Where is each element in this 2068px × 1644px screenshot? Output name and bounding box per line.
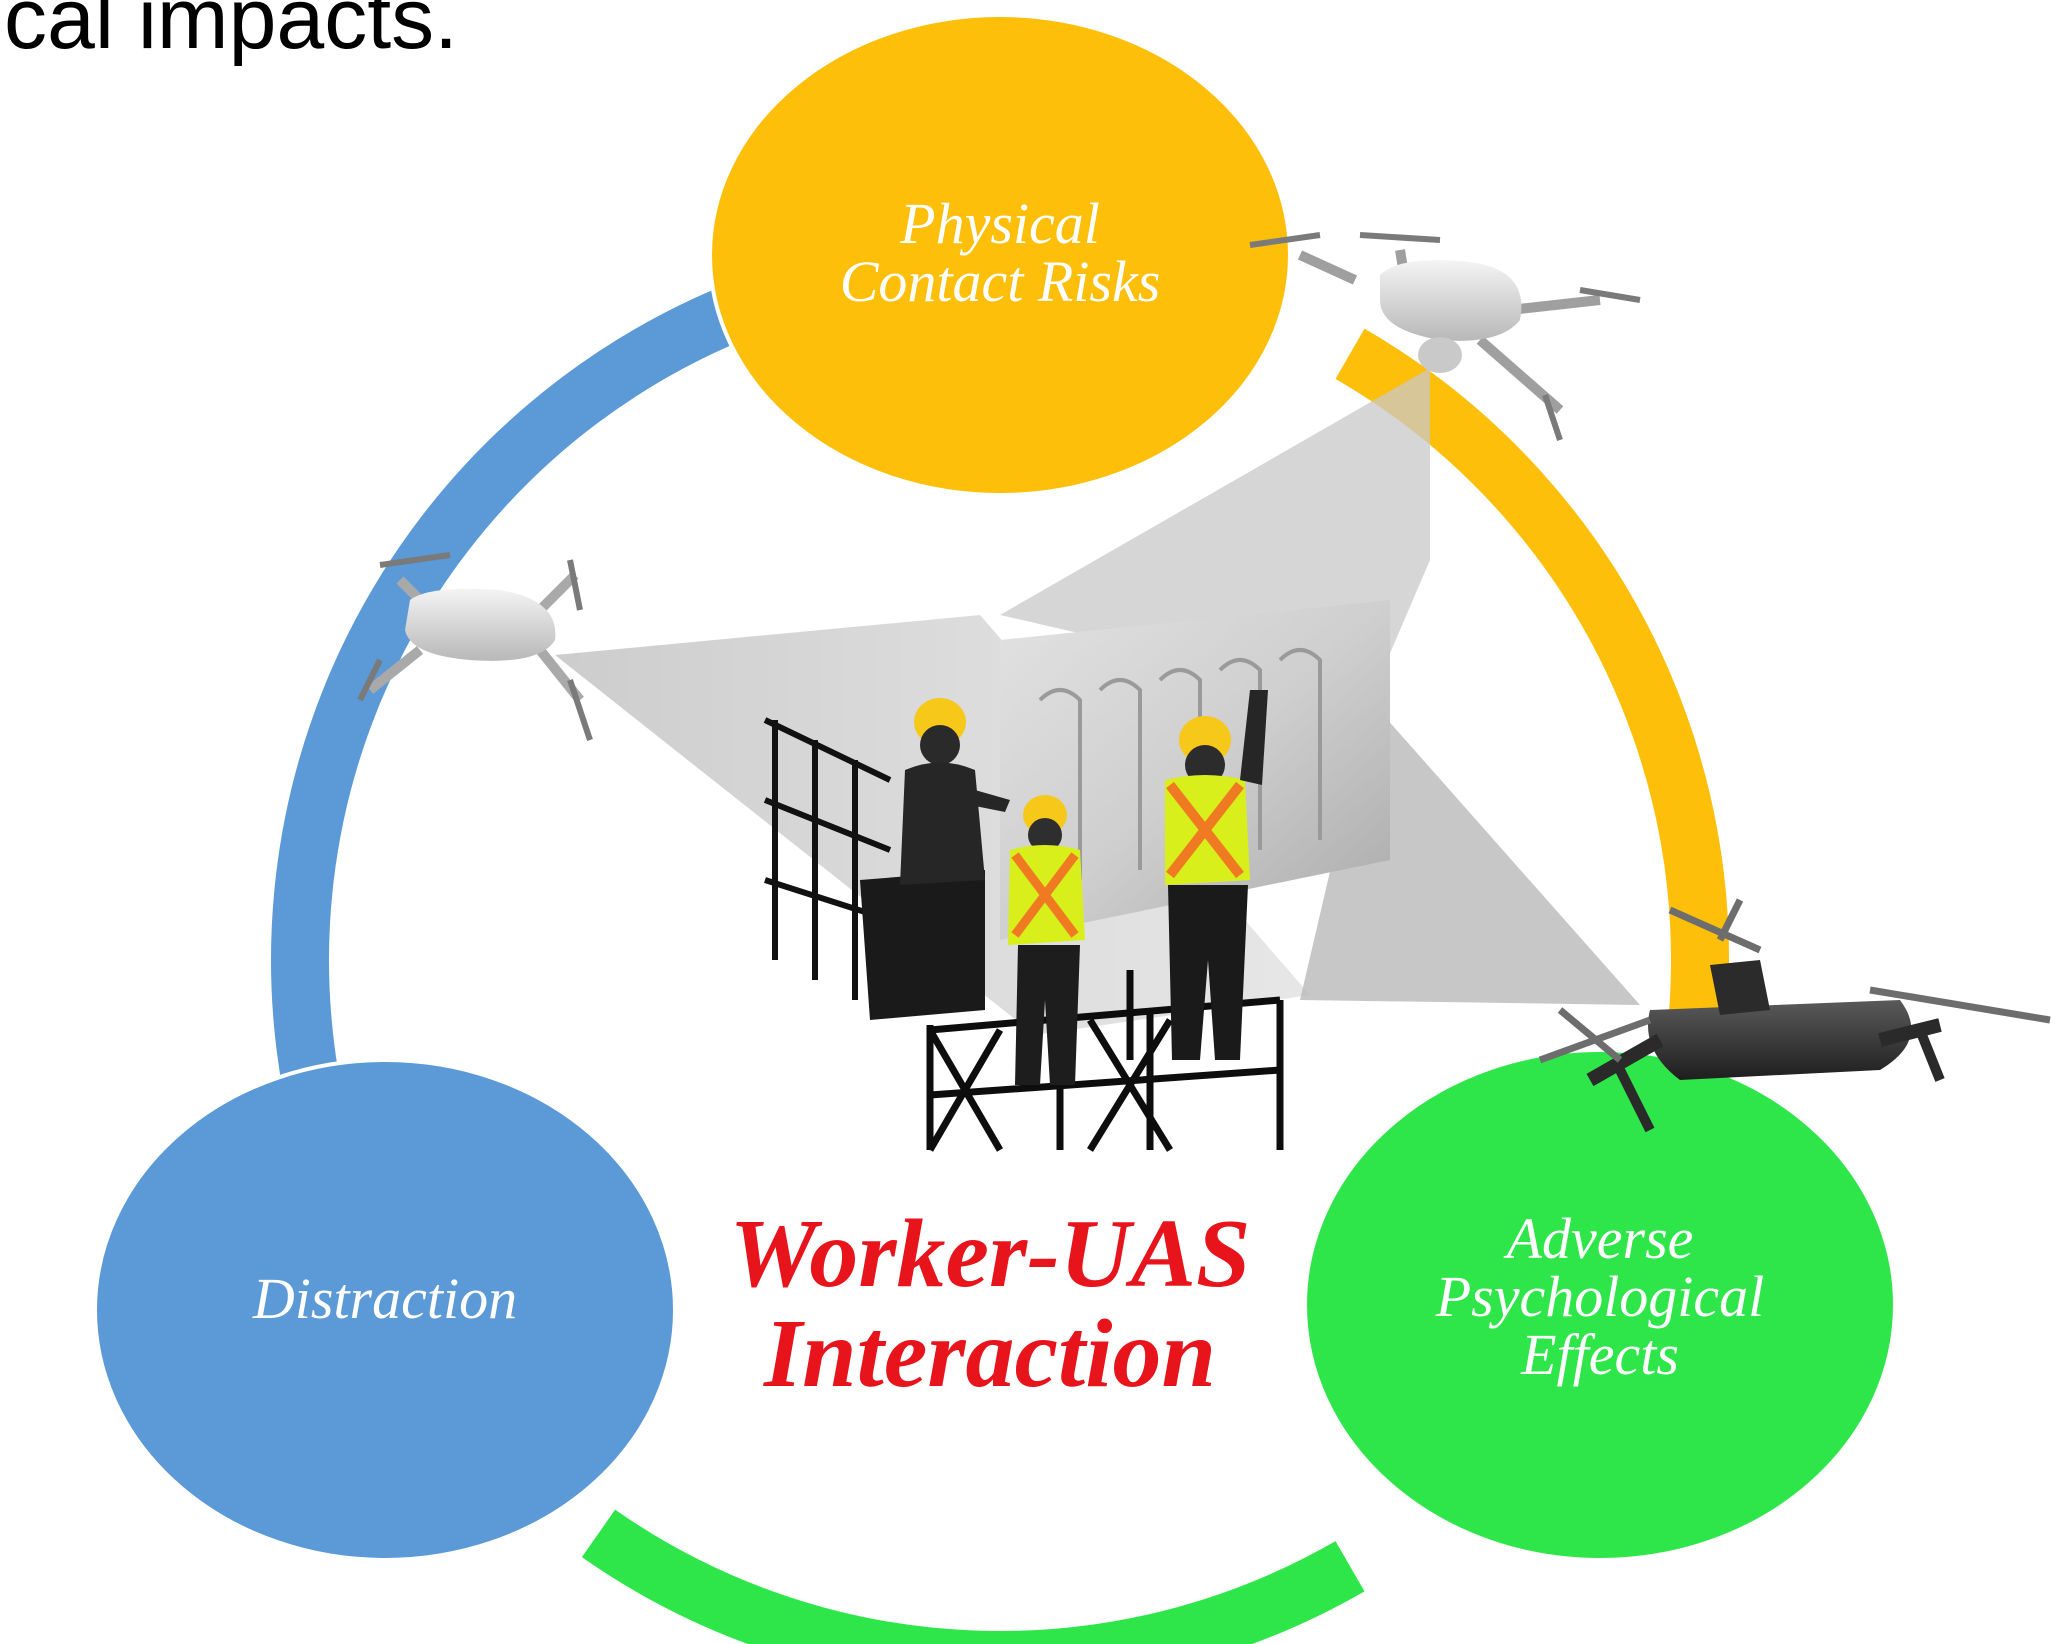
drone-top-right	[1249, 232, 1641, 441]
label-distraction: Distraction	[145, 1270, 625, 1328]
drone-left	[357, 552, 593, 741]
lift-bucket	[860, 870, 985, 1020]
node-physical-contact-risks	[708, 13, 1292, 497]
node-circles	[93, 13, 1897, 1562]
label-psych-line2: Psychological	[1435, 1264, 1765, 1329]
label-psych-line1: Adverse	[1506, 1206, 1694, 1271]
drone-right	[1538, 898, 2051, 1133]
node-adverse-psychological-effects	[1303, 1048, 1897, 1562]
lift-railing	[763, 717, 892, 1000]
center-title: Worker-UAS Interaction	[690, 1200, 1290, 1408]
worker-icon	[900, 690, 1268, 1085]
drone-icon	[357, 232, 2051, 1133]
center-title-line1: Worker-UAS	[729, 1200, 1251, 1308]
heading-fragment: cal impacts.	[4, 0, 459, 67]
ring-arc-green	[581, 1509, 1365, 1644]
label-physical-line1: Physical	[900, 191, 1100, 256]
label-adverse-psychological-effects: Adverse Psychological Effects	[1350, 1210, 1850, 1384]
label-distraction-line1: Distraction	[252, 1266, 518, 1331]
label-physical-contact-risks: Physical Contact Risks	[760, 195, 1240, 311]
node-distraction	[93, 1058, 677, 1562]
label-psych-line3: Effects	[1521, 1322, 1679, 1387]
center-title-line2: Interaction	[764, 1299, 1216, 1408]
label-physical-line2: Contact Risks	[839, 249, 1161, 314]
